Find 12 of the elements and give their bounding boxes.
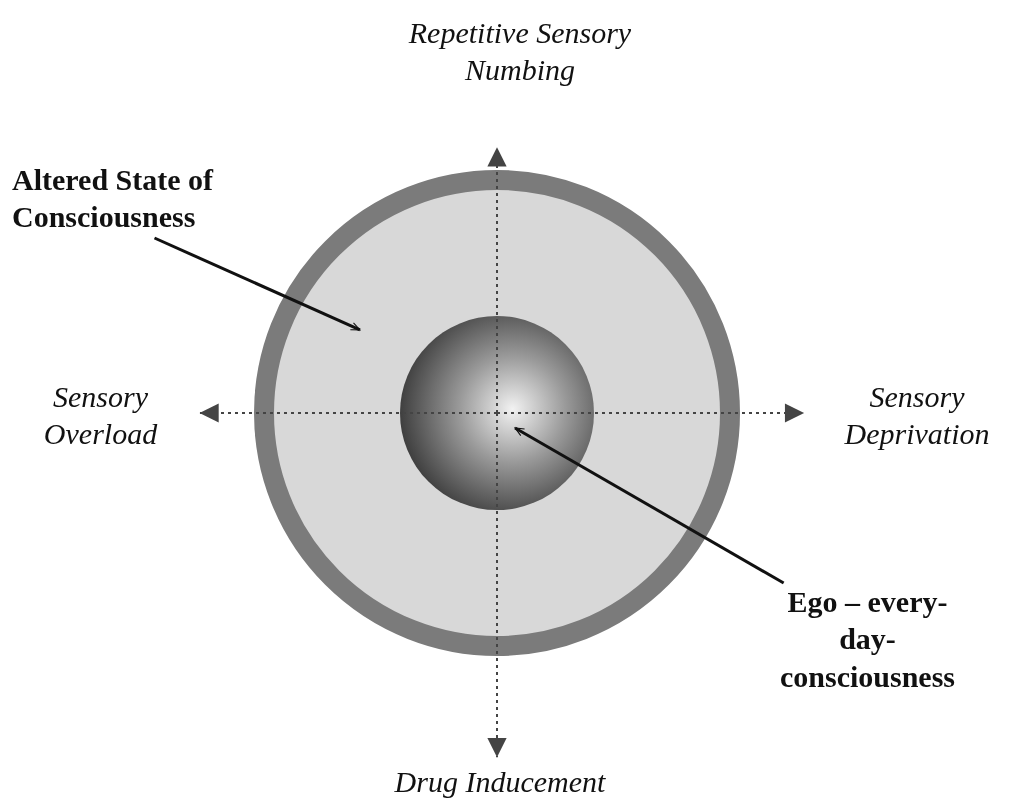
axis-label: Drug Inducement [394, 764, 606, 801]
leader-arrow [514, 426, 785, 585]
axis-label: Repetitive Sensory Numbing [407, 14, 633, 88]
callout-text: Altered State of Consciousness [12, 161, 215, 235]
callout-text: Ego – every-day-consciousness [778, 583, 956, 695]
dotted-arrow [198, 403, 498, 423]
axis-label: Sensory Overload [42, 378, 159, 452]
axis-label: Sensory Deprivation [843, 378, 991, 452]
dotted-arrow [496, 403, 806, 423]
dotted-arrow [487, 146, 507, 414]
dotted-arrow [487, 412, 507, 759]
leader-arrow [153, 236, 361, 332]
